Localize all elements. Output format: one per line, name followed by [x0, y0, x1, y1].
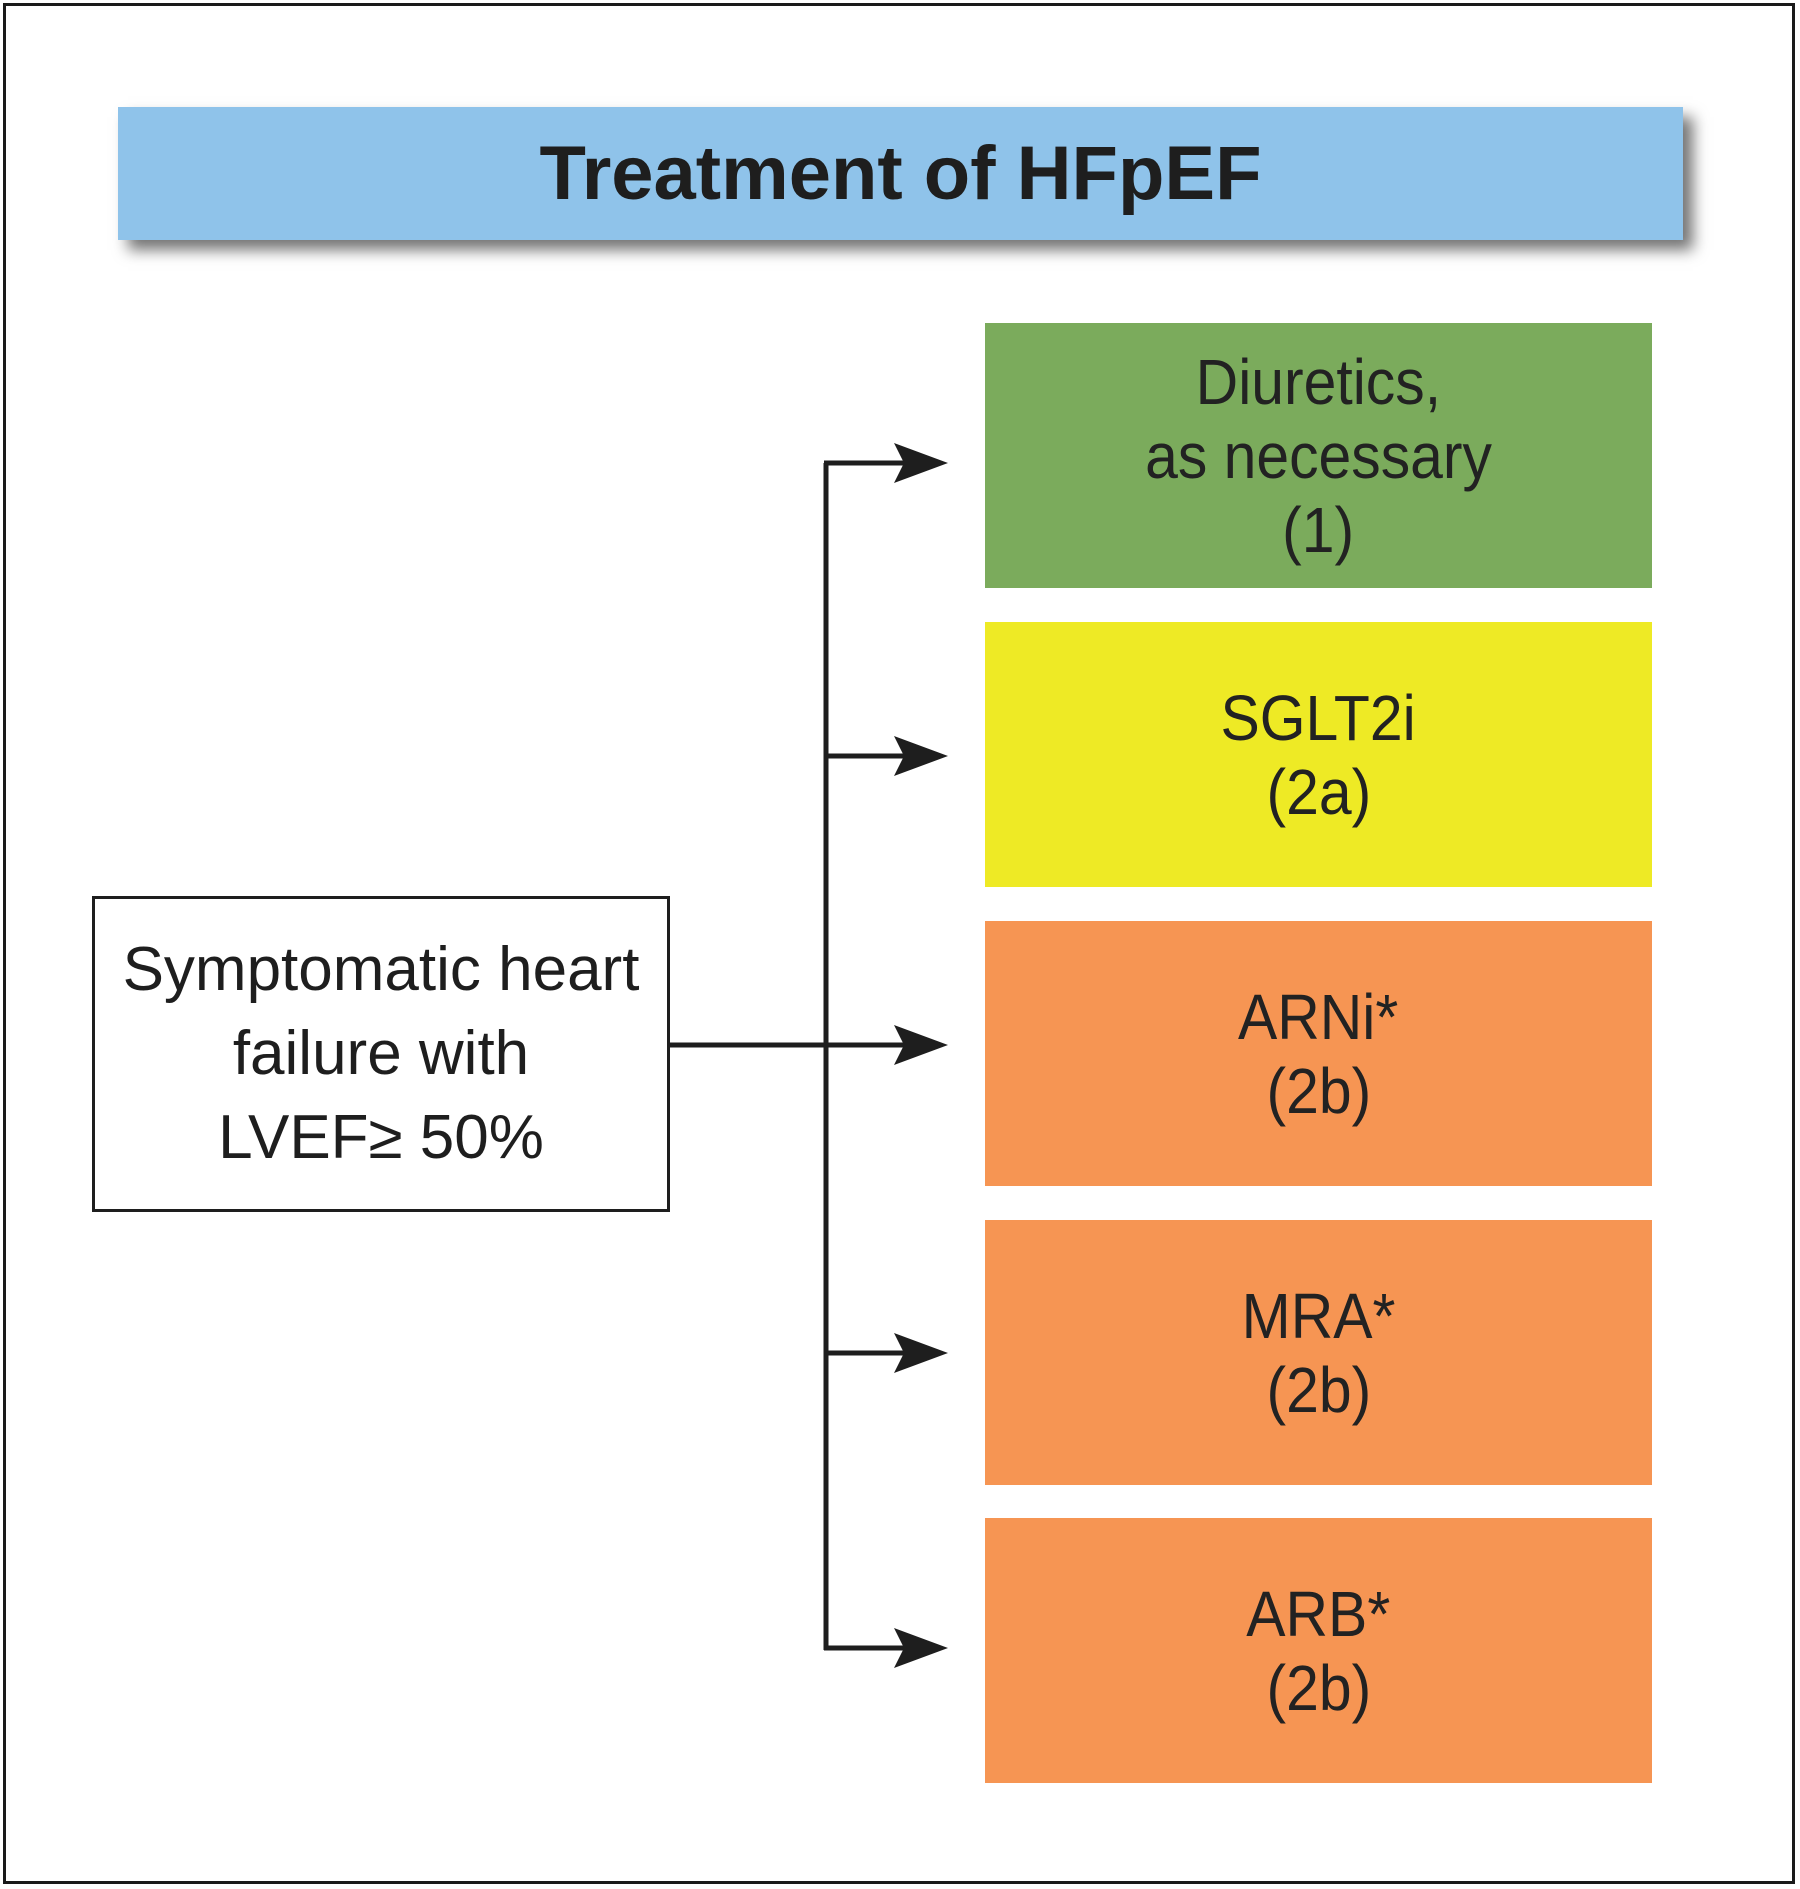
arrow-head-arni: [894, 1025, 948, 1065]
arrow-head-sglt2i: [894, 736, 948, 776]
diagram-title: Treatment of HFpEF: [539, 131, 1262, 216]
arrow-head-arb: [894, 1628, 948, 1668]
treatment-name: ARNi*: [1238, 980, 1399, 1053]
condition-box: Symptomatic heart failure with LVEF≥ 50%: [92, 896, 670, 1212]
recommendation-class: (2a): [1266, 755, 1371, 828]
treatment-box-diuretics: Diuretics, as necessary (1): [985, 323, 1652, 588]
recommendation-class: (2b): [1266, 1353, 1371, 1426]
treatment-name: MRA*: [1241, 1279, 1396, 1352]
recommendation-class: (2b): [1266, 1054, 1371, 1127]
condition-line-2: failure with: [232, 1019, 530, 1088]
recommendation-class: (2b): [1266, 1651, 1371, 1724]
treatment-name-cont: as necessary: [1145, 419, 1492, 492]
treatment-name: Diuretics,: [1195, 345, 1442, 418]
treatment-name: ARB*: [1246, 1577, 1391, 1650]
arrow-head-mra: [894, 1333, 948, 1373]
treatment-box-arni: ARNi* (2b): [985, 921, 1652, 1186]
treatment-box-mra: MRA* (2b): [985, 1220, 1652, 1485]
treatment-name: SGLT2i: [1220, 681, 1417, 754]
recommendation-class: (1): [1282, 493, 1355, 566]
treatment-box-sglt2i: SGLT2i (2a): [985, 622, 1652, 887]
arrow-head-diuretics: [894, 443, 948, 483]
condition-line-3: LVEF≥ 50%: [218, 1103, 544, 1172]
condition-line-1: Symptomatic heart: [122, 935, 640, 1004]
title-banner: Treatment of HFpEF: [118, 107, 1683, 240]
treatment-box-arb: ARB* (2b): [985, 1518, 1652, 1783]
